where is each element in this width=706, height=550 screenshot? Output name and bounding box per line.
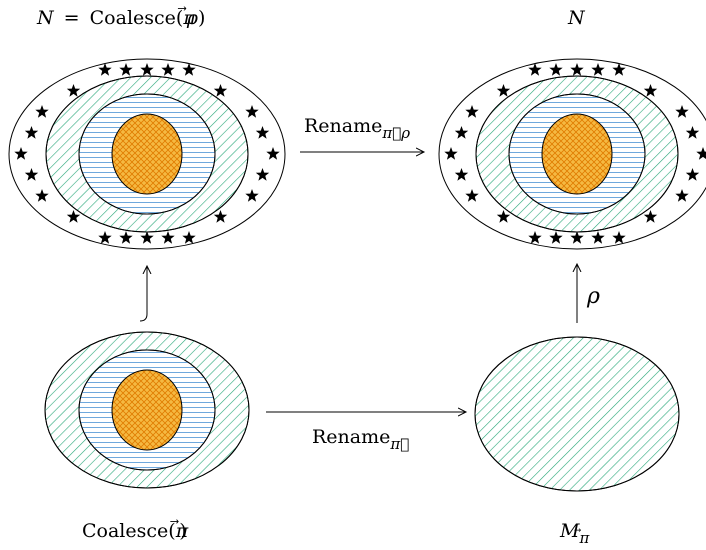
bottom-right-m-figure <box>474 336 680 492</box>
star-icon <box>35 189 49 202</box>
star-icon <box>454 126 469 139</box>
star-icon <box>98 63 112 76</box>
star-icon <box>245 105 259 118</box>
orange-core-region <box>541 113 613 195</box>
star-icon <box>496 84 511 97</box>
star-icon <box>612 231 626 244</box>
top-left-coalesce-figure <box>8 58 286 250</box>
star-icon <box>643 210 658 223</box>
star-icon <box>528 231 542 244</box>
bottom-left-coalesce-figure <box>44 331 250 489</box>
star-icon <box>496 210 511 223</box>
star-icon <box>161 63 175 76</box>
star-icon <box>66 84 81 97</box>
top-right-coalesce-figure <box>438 58 706 250</box>
rename-top-label: Renameπ⃗ρ <box>304 115 410 142</box>
star-icon <box>591 63 605 76</box>
star-icon <box>14 147 28 160</box>
star-icon <box>528 63 542 76</box>
star-icon <box>24 126 39 139</box>
star-icon <box>675 105 689 118</box>
star-icon <box>140 231 154 244</box>
star-icon <box>213 84 228 97</box>
star-icon <box>140 63 154 76</box>
star-icon <box>444 147 458 160</box>
star-icon <box>465 189 479 202</box>
star-icon <box>685 168 700 181</box>
star-icon <box>266 147 280 160</box>
star-icon <box>549 231 563 244</box>
star-icon <box>66 210 81 223</box>
rho-arrow-label: ρ <box>586 284 600 309</box>
star-icon <box>24 168 39 181</box>
star-icon <box>255 126 270 139</box>
star-icon <box>570 63 584 76</box>
star-icon <box>14 63 280 244</box>
star-icon <box>454 168 469 181</box>
star-icon <box>444 63 706 244</box>
orange-core-region <box>111 369 183 451</box>
star-icon <box>35 105 49 118</box>
bottom-right-label: Mπ⃗ <box>559 520 590 547</box>
star-icon <box>549 63 563 76</box>
hook-arrow-icon <box>139 266 147 322</box>
star-icon <box>213 210 228 223</box>
bottom-left-label: Coalesce(π⃗) <box>82 519 189 542</box>
star-icon <box>119 231 133 244</box>
star-icon <box>675 189 689 202</box>
top-left-label: N = Coalesce(π⃗ρ) <box>36 6 205 29</box>
star-icon <box>119 63 133 76</box>
star-icon <box>182 63 196 76</box>
star-icon <box>255 168 270 181</box>
star-icon <box>643 84 658 97</box>
star-icon <box>98 231 112 244</box>
top-right-label: N <box>567 7 586 29</box>
star-icon <box>245 189 259 202</box>
orange-core-region <box>111 113 183 195</box>
star-icon <box>612 63 626 76</box>
star-icon <box>182 231 196 244</box>
star-icon <box>696 147 706 160</box>
rename-bottom-label: Renameπ⃗ <box>312 426 409 453</box>
star-icon <box>685 126 700 139</box>
star-icon <box>465 105 479 118</box>
star-icon <box>570 231 584 244</box>
star-icon <box>591 231 605 244</box>
star-icon <box>161 231 175 244</box>
